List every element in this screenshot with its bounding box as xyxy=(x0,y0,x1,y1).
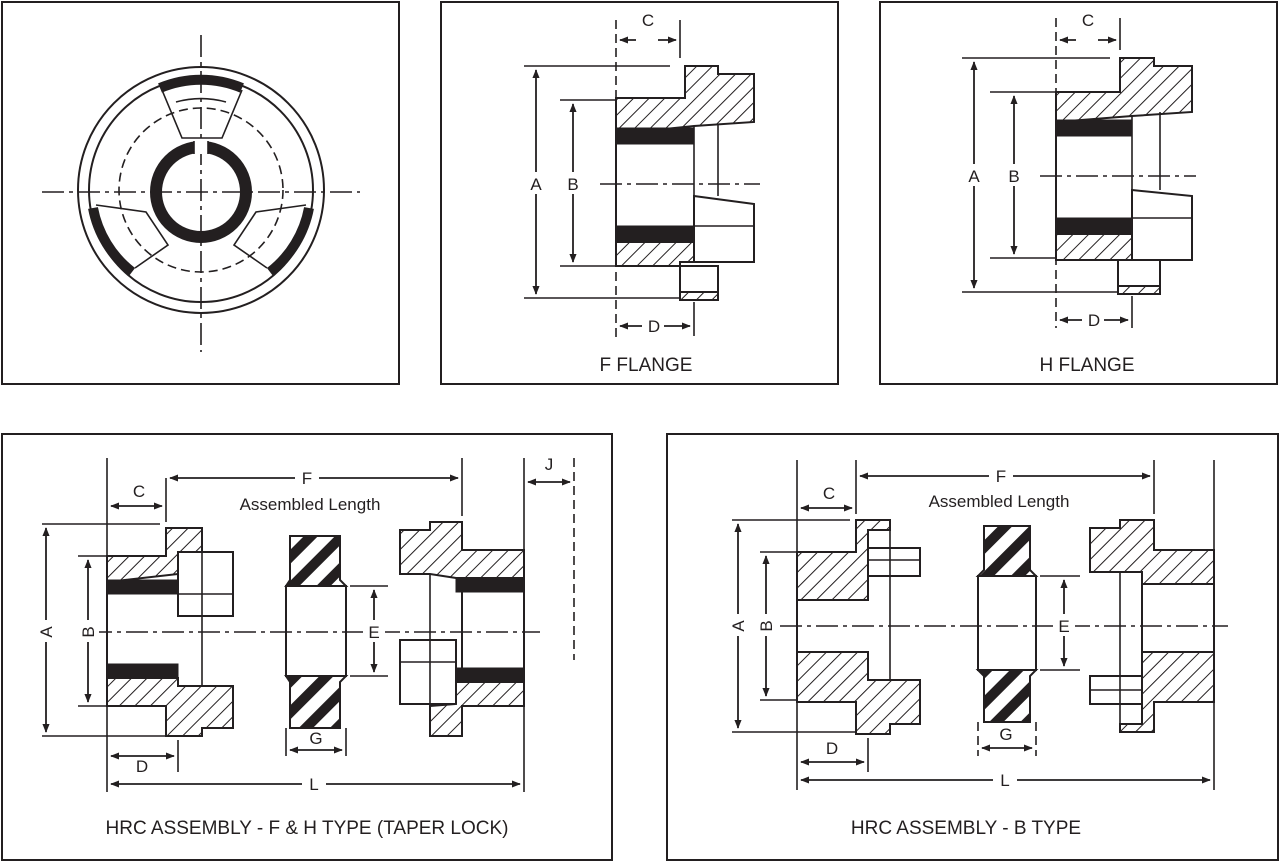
b-assembly-label-g: G xyxy=(999,725,1012,744)
b-assembly-label-e: E xyxy=(1058,617,1069,636)
f-flange-label-c: C xyxy=(642,11,654,30)
fh-assembly-label-a: A xyxy=(37,626,56,638)
h-flange-label-d: D xyxy=(1088,311,1100,330)
fh-assembly-label-f: F xyxy=(302,469,312,488)
h-flange-label-b: B xyxy=(1008,167,1019,186)
fh-assembly-label-g: G xyxy=(309,729,322,748)
h-flange-panel: A B C D H FLANGE xyxy=(879,1,1278,385)
fh-assembly-label-e: E xyxy=(368,623,379,642)
f-flange-caption: F FLANGE xyxy=(600,355,693,376)
fh-assembly-label-b: B xyxy=(79,626,98,637)
f-flange-label-d: D xyxy=(648,317,660,336)
h-flange-label-a: A xyxy=(968,167,980,186)
b-assembly-label-f: F xyxy=(996,467,1006,486)
fh-assembly-label-c: C xyxy=(133,482,145,501)
b-assembly-label-c: C xyxy=(823,484,835,503)
fh-assembly-label-l: L xyxy=(309,775,318,794)
fh-assembly-label-j: J xyxy=(545,455,554,474)
fh-assembly-panel: A B C F J Assembled Length E D G L HRC A… xyxy=(1,433,613,861)
fh-assembly-note: Assembled Length xyxy=(240,495,381,514)
front-view-panel xyxy=(1,1,400,385)
f-flange-label-b: B xyxy=(567,175,578,194)
b-assembly-note: Assembled Length xyxy=(929,492,1070,511)
b-assembly-label-d: D xyxy=(826,739,838,758)
f-flange-label-a: A xyxy=(530,175,542,194)
b-assembly-caption: HRC ASSEMBLY - B TYPE xyxy=(851,818,1081,839)
b-assembly-label-a: A xyxy=(729,620,748,632)
fh-assembly-label-d: D xyxy=(136,757,148,776)
b-assembly-panel: A B C F Assembled Length E D G L HRC ASS… xyxy=(666,433,1279,861)
f-flange-panel: A B C D F FLANGE xyxy=(440,1,839,385)
b-assembly-label-l: L xyxy=(1000,771,1009,790)
b-assembly-label-b: B xyxy=(757,620,776,631)
h-flange-caption: H FLANGE xyxy=(1039,355,1134,376)
fh-assembly-caption: HRC ASSEMBLY - F & H TYPE (TAPER LOCK) xyxy=(106,818,509,839)
h-flange-label-c: C xyxy=(1082,11,1094,30)
